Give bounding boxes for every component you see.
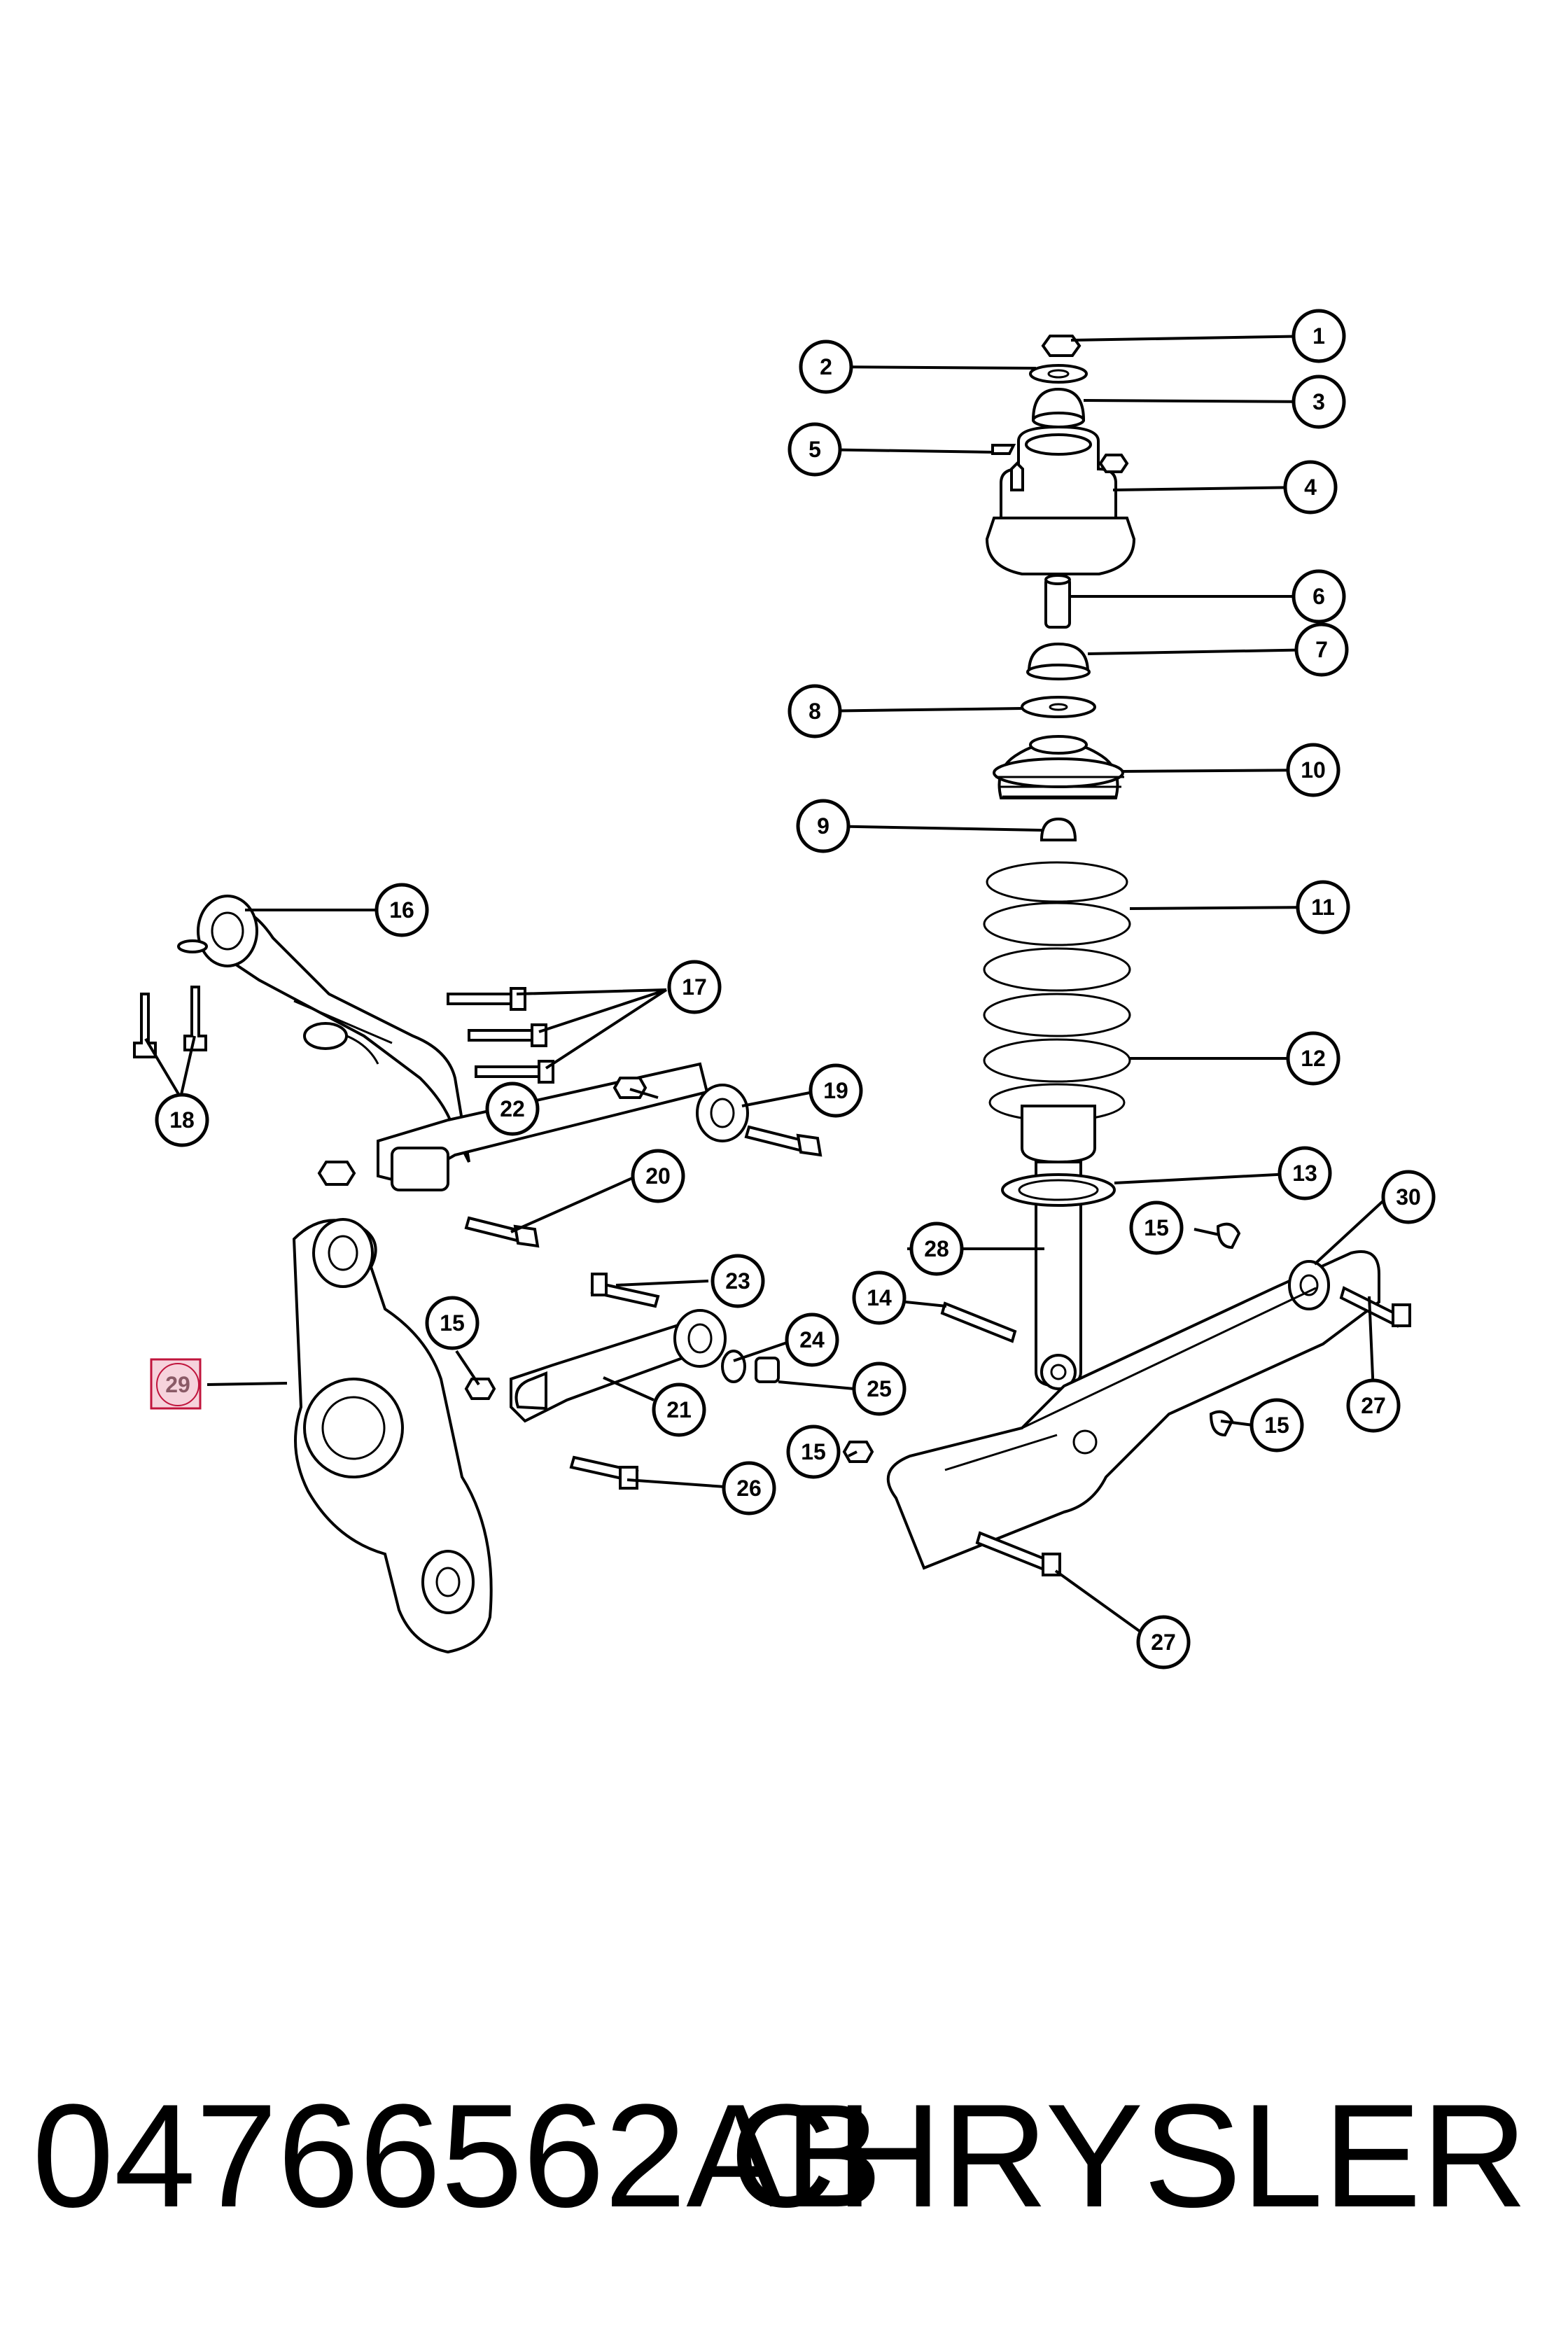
upper-control-arm-drawing [177, 895, 470, 1163]
svg-text:15: 15 [1264, 1413, 1289, 1438]
svg-text:10: 10 [1301, 757, 1326, 783]
callout-28[interactable]: 28 [909, 1222, 964, 1276]
leader-lines [144, 335, 1389, 1637]
svg-text:8: 8 [808, 699, 821, 724]
svg-text:6: 6 [1312, 584, 1325, 609]
lateral-link-20-drawing [317, 1062, 822, 1248]
svg-text:3: 3 [1312, 389, 1325, 414]
svg-text:24: 24 [799, 1327, 825, 1352]
svg-text:2: 2 [820, 354, 832, 379]
svg-text:18: 18 [169, 1107, 195, 1133]
toe-link-21-drawing [510, 1273, 780, 1490]
svg-text:15: 15 [801, 1439, 826, 1464]
callout-15d[interactable]: 15 [425, 1296, 479, 1350]
part-number-label: 04766562AB [32, 2073, 883, 2238]
svg-text:13: 13 [1292, 1161, 1317, 1186]
svg-text:15: 15 [1144, 1215, 1169, 1240]
callout-27b[interactable]: 27 [1136, 1615, 1191, 1670]
svg-text:26: 26 [736, 1476, 762, 1501]
callout-7[interactable]: 7 [1294, 622, 1349, 677]
callout-24[interactable]: 24 [785, 1312, 839, 1367]
callout-20[interactable]: 20 [631, 1149, 685, 1203]
callout-15b[interactable]: 15 [1250, 1398, 1304, 1452]
footer: 04766562AB CHRYSLER [0, 2072, 1568, 2240]
svg-text:30: 30 [1396, 1184, 1421, 1210]
svg-text:21: 21 [666, 1397, 692, 1422]
callout-4[interactable]: 4 [1283, 460, 1338, 514]
callout-17[interactable]: 17 [667, 960, 722, 1014]
callout-29-highlighted[interactable]: 29 [150, 1358, 202, 1410]
brand-label: CHRYSLER [729, 2073, 1527, 2238]
callout-11[interactable]: 11 [1296, 880, 1350, 934]
callout-21[interactable]: 21 [652, 1382, 706, 1437]
svg-text:14: 14 [867, 1285, 892, 1310]
svg-text:27: 27 [1361, 1393, 1386, 1418]
strut-assembly-drawing [983, 335, 1136, 1390]
callout-3[interactable]: 3 [1292, 374, 1346, 429]
callout-15c[interactable]: 15 [786, 1424, 841, 1479]
svg-text:19: 19 [823, 1078, 848, 1103]
knuckle-29-drawing [292, 1218, 493, 1654]
svg-text:9: 9 [817, 813, 830, 839]
svg-text:11: 11 [1311, 895, 1335, 920]
callout-5[interactable]: 5 [788, 422, 842, 477]
studs-18-drawing [133, 986, 207, 1058]
callout-19[interactable]: 19 [808, 1063, 863, 1118]
svg-text:29: 29 [165, 1372, 190, 1397]
callout-26[interactable]: 26 [722, 1461, 776, 1516]
callout-14[interactable]: 14 [852, 1270, 906, 1325]
svg-text:23: 23 [725, 1268, 750, 1294]
callout-15a[interactable]: 15 [1129, 1200, 1184, 1255]
svg-text:25: 25 [867, 1376, 892, 1401]
callout-6[interactable]: 6 [1292, 569, 1346, 624]
svg-text:4: 4 [1304, 475, 1317, 500]
callout-1[interactable]: 1 [1292, 309, 1346, 363]
callout-18[interactable]: 18 [155, 1093, 209, 1147]
callout-23[interactable]: 23 [710, 1254, 765, 1308]
svg-text:5: 5 [808, 437, 821, 462]
callout-16[interactable]: 16 [374, 883, 429, 937]
svg-text:16: 16 [389, 897, 414, 923]
svg-text:15: 15 [440, 1310, 465, 1336]
callout-10[interactable]: 10 [1286, 743, 1340, 797]
bolts-17-drawing [447, 987, 554, 1084]
svg-text:28: 28 [924, 1236, 949, 1261]
callout-27a[interactable]: 27 [1346, 1378, 1401, 1433]
lower-control-arm-30-drawing [464, 1222, 1411, 1576]
svg-text:12: 12 [1301, 1046, 1326, 1071]
svg-text:7: 7 [1315, 637, 1328, 662]
svg-text:27: 27 [1151, 1630, 1176, 1655]
callout-12[interactable]: 12 [1286, 1031, 1340, 1086]
callout-13[interactable]: 13 [1278, 1146, 1332, 1200]
svg-text:17: 17 [682, 974, 707, 1000]
callout-30[interactable]: 30 [1381, 1170, 1436, 1224]
svg-text:20: 20 [645, 1163, 671, 1189]
callout-9[interactable]: 9 [796, 799, 850, 853]
callout-22[interactable]: 22 [485, 1082, 540, 1136]
callout-8[interactable]: 8 [788, 684, 842, 738]
callouts: 1 2 3 4 5 6 7 8 9 10 11 12 13 14 15 15 1… [150, 309, 1436, 1670]
svg-text:22: 22 [500, 1096, 525, 1121]
callout-25[interactable]: 25 [852, 1362, 906, 1416]
callout-2[interactable]: 2 [799, 340, 853, 394]
svg-text:1: 1 [1312, 323, 1325, 349]
